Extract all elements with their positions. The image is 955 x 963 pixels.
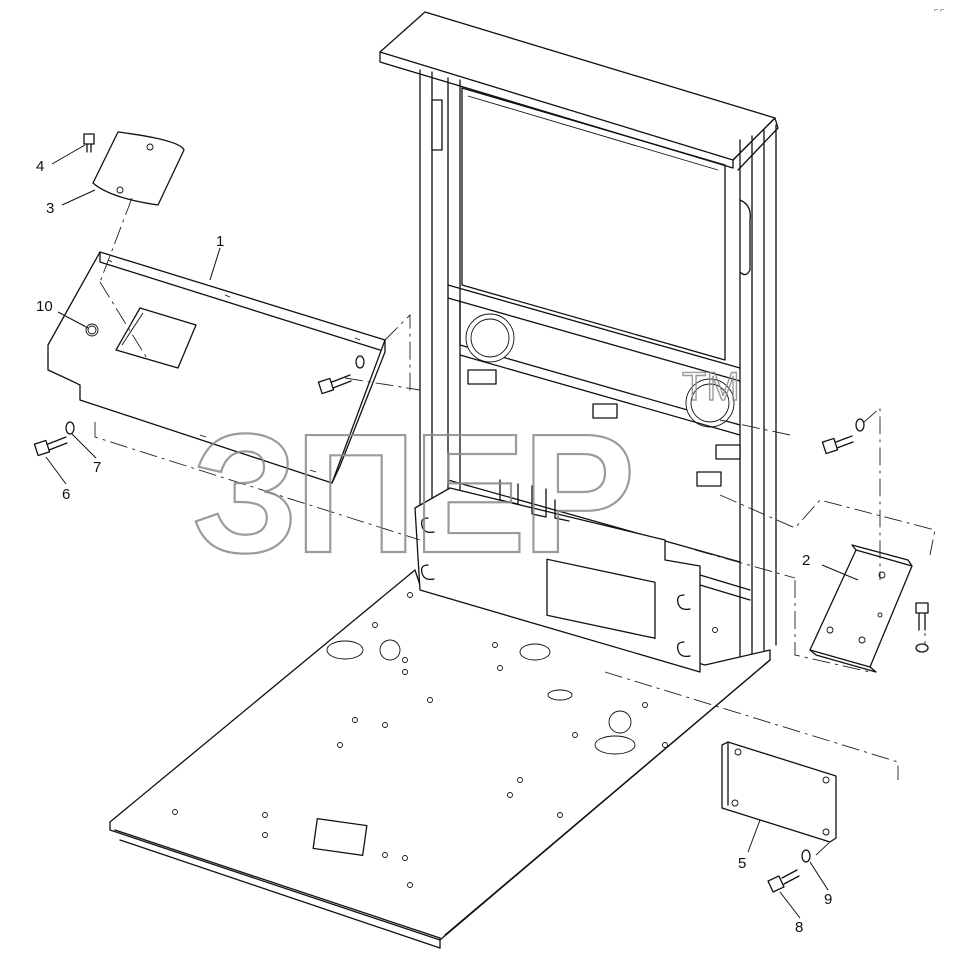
callout-9: 9 [824, 891, 832, 908]
callout-10: 10 [36, 298, 53, 315]
callout-8: 8 [795, 919, 803, 936]
callout-3: 3 [46, 200, 54, 217]
callout-leaders [45, 144, 859, 919]
washer-9 [801, 849, 811, 863]
callout-1: 1 [216, 233, 224, 250]
bolt-bracket-lower [915, 602, 929, 653]
watermark-text: ЗПЕР [192, 399, 631, 589]
watermark: ЗПЕР TM [191, 364, 741, 590]
bolt-4 [83, 133, 95, 153]
callout-7: 7 [93, 459, 101, 476]
callout-2: 2 [802, 552, 810, 569]
bolt-bracket [821, 418, 865, 455]
corner-mark: ⌐ ⌐ [934, 7, 944, 14]
grommet-10 [87, 325, 97, 335]
callout-6: 6 [62, 486, 70, 503]
part-3-small-cover [92, 131, 185, 206]
callout-5: 5 [738, 855, 746, 872]
floor-plate [109, 479, 771, 949]
bolt-8 [767, 869, 800, 893]
watermark-tm: TM [682, 365, 740, 409]
bolt-cover-right [317, 355, 365, 395]
washer-7 [65, 421, 75, 435]
cab-frame [379, 11, 779, 661]
callout-4: 4 [36, 158, 44, 175]
part-5-plate [721, 741, 837, 843]
part-2-bracket [809, 544, 913, 673]
callout-labels: 1 2 3 4 5 6 7 8 9 10 [36, 158, 832, 936]
part-1-cover [47, 251, 386, 484]
assembly-lines [94, 197, 936, 856]
bolt-6 [33, 436, 68, 457]
fasteners [33, 133, 929, 893]
